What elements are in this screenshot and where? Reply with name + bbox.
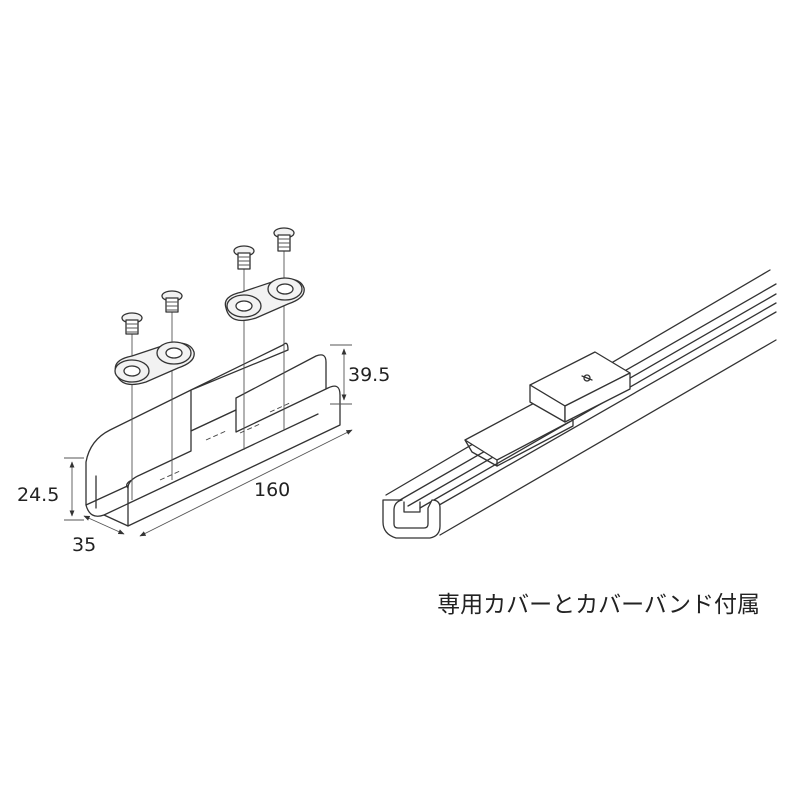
caption-text: 専用カバーとカバーバンド付属 (437, 592, 760, 618)
rail-side-right-edge (439, 339, 777, 536)
screw-4 (273, 227, 295, 252)
dimension-height-low: 24.5 (17, 457, 84, 521)
washer-plate-lower (114, 341, 195, 386)
cover-raised-side (564, 372, 631, 423)
rail-assembly-drawing (382, 269, 777, 539)
rail-end-profile (382, 499, 441, 539)
cover-hole-line (581, 375, 593, 381)
washer-plate-upper (224, 277, 305, 322)
bracket-bottom-edge (85, 504, 129, 527)
dimension-label-24-5: 24.5 (17, 484, 59, 506)
bracket-front-top-edge (126, 479, 133, 489)
joint-bracket-drawing: 39.5 24.5 35 160 (17, 227, 390, 556)
bracket-slot-4 (269, 401, 293, 413)
dimension-width: 35 (72, 515, 125, 556)
dimension-height-high: 39.5 (330, 344, 390, 405)
cover-band-lower-side (496, 419, 574, 467)
screw-2 (161, 290, 183, 313)
cover-screw-hole (583, 374, 591, 382)
rail-end-slot (403, 501, 421, 513)
cover-band-lower-lip (464, 439, 498, 467)
dimension-length: 160 (139, 429, 353, 537)
screw-1 (121, 312, 143, 335)
rail-top-right-edge (433, 311, 777, 509)
dimension-label-160: 160 (254, 479, 290, 501)
dimension-label-35: 35 (72, 534, 96, 556)
dimension-label-39-5: 39.5 (348, 364, 390, 386)
screw-3 (233, 245, 255, 270)
